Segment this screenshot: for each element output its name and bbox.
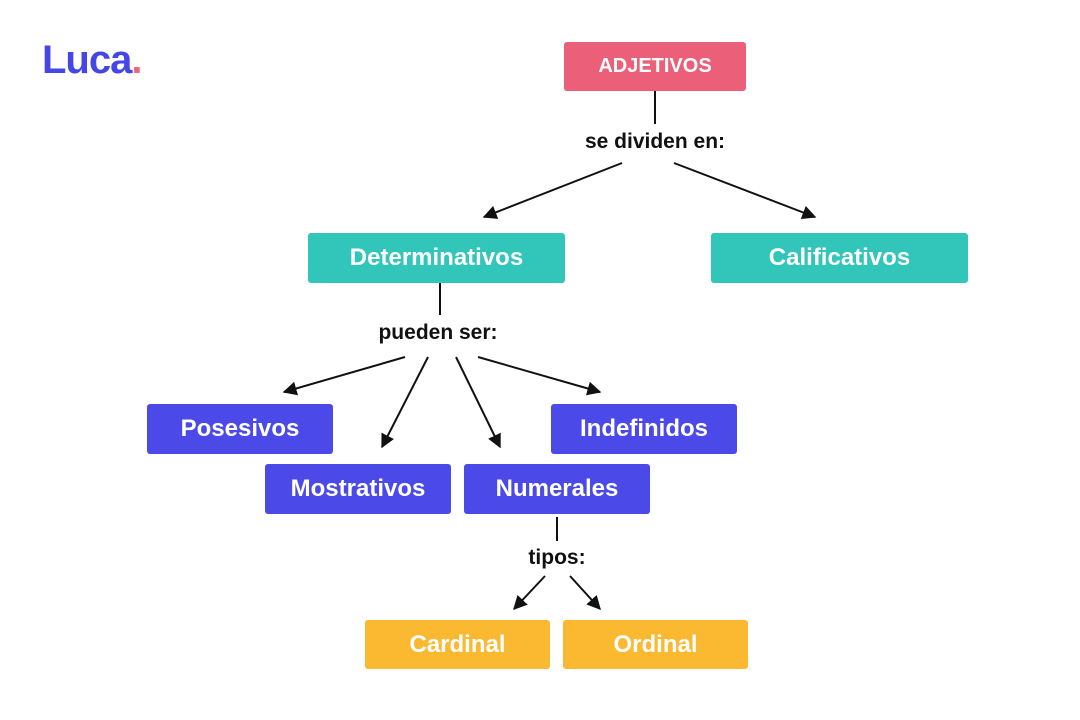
edge-to-cardinal (513, 575, 546, 611)
node-calificativos: Calificativos (711, 233, 968, 283)
node-cardinal: Cardinal (365, 620, 550, 669)
luca-logo: Luca. (42, 38, 142, 83)
edge-to-ordinal (569, 575, 601, 611)
connector-pueden-ser: pueden ser: (378, 321, 498, 344)
logo-dot: . (131, 38, 142, 82)
node-determinativos: Determinativos (308, 233, 565, 283)
edge-to-mostrativos (381, 356, 429, 449)
edge-to-calificativos (673, 162, 817, 220)
edge-to-indefinidos (477, 356, 602, 396)
node-indefinidos: Indefinidos (551, 404, 737, 454)
connector-tipos: tipos: (528, 546, 586, 569)
edge-to-posesivos (282, 356, 406, 396)
edge-to-numerales (455, 356, 501, 449)
connector-se-dividen: se dividen en: (584, 130, 726, 153)
node-mostrativos: Mostrativos (265, 464, 451, 514)
node-posesivos: Posesivos (147, 404, 333, 454)
node-numerales: Numerales (464, 464, 650, 514)
edge-to-determinativos (482, 162, 623, 219)
node-ordinal: Ordinal (563, 620, 748, 669)
node-adjetivos: ADJETIVOS (564, 42, 746, 91)
logo-text: Luca (42, 38, 132, 82)
